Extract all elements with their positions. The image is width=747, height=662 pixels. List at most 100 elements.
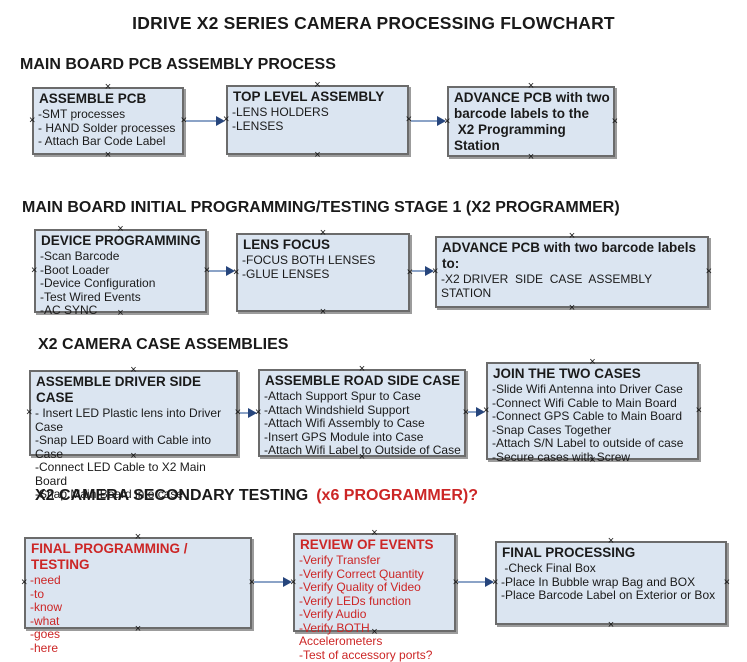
arrow-right-icon [283, 577, 292, 587]
connection-point-icon: × [290, 576, 297, 588]
page-title: IDRIVE X2 SERIES CAMERA PROCESSING FLOWC… [132, 13, 615, 33]
connection-point-icon: × [319, 227, 327, 239]
arrow-right-icon [437, 116, 446, 126]
box-item: -Verify Correct Quantity [299, 566, 424, 581]
flow-box-final-processing: FINAL PROCESSING -Check Final Box -Place … [492, 536, 730, 631]
connection-point-icon: × [255, 406, 262, 419]
box-item: -Secure cases with Screw [492, 449, 631, 464]
flow-box-join-the-two-cases: JOIN THE TWO CASES -Slide Wifi Antenna i… [483, 357, 702, 466]
box-items: -Slide Wifi Antenna into Driver Case-Con… [488, 382, 697, 464]
arrow-right-icon [485, 577, 494, 587]
connection-point-icon: × [568, 230, 576, 242]
box-item: - HAND Solder processes [38, 120, 176, 135]
flow-box-advance-pcb-driver-station: ADVANCE PCB with two barcode labels to: … [432, 231, 712, 314]
connector-line [458, 581, 488, 583]
box-item: -FOCUS BOTH LENSES [242, 253, 376, 267]
box-item: -Check Final Box [501, 561, 596, 575]
box-item: -need [30, 573, 61, 587]
arrow-right-icon [248, 408, 257, 418]
connection-point-icon: × [130, 450, 137, 462]
flow-connector [411, 264, 434, 278]
connection-point-icon: × [358, 451, 366, 463]
box-title: TOP LEVEL ASSEMBLY [233, 89, 385, 104]
section-header-initial-programming: MAIN BOARD INITIAL PROGRAMMING/TESTING S… [22, 199, 620, 216]
flow-box-review-of-events: REVIEW OF EVENTS -Verify Transfer-Verify… [290, 528, 459, 662]
connection-point-icon: × [21, 576, 28, 589]
connection-point-icon: × [180, 114, 187, 127]
box-items: -need-to-know-what-goes-here [26, 573, 250, 655]
box-item: -Attach S/N Label to outside of case [492, 436, 684, 450]
box-item: -here [30, 640, 59, 655]
arrow-right-icon [476, 407, 485, 417]
flow-box-lens-focus: LENS FOCUS -FOCUS BOTH LENSES-GLUE LENSE… [233, 228, 413, 318]
flow-connector [185, 114, 225, 128]
box-item: -know [30, 600, 63, 614]
connection-point-icon: × [314, 79, 321, 91]
flow-box-assemble-driver-side-case: ASSEMBLE DRIVER SIDE CASE - Insert LED P… [26, 365, 241, 501]
box-items: -Verify Transfer-Verify Correct Quantity… [295, 553, 454, 662]
connector-line [186, 120, 219, 122]
box-item: -Verify Audio [299, 607, 367, 621]
box-title: REVIEW OF EVENTS [300, 537, 434, 552]
connection-point-icon: × [223, 113, 230, 126]
connection-point-icon: × [358, 363, 366, 375]
connection-point-icon: × [134, 623, 142, 635]
connection-point-icon: × [527, 151, 535, 163]
connection-point-icon: × [705, 265, 712, 278]
connection-point-icon: × [452, 576, 459, 588]
box-item: -goes [30, 627, 61, 641]
box-item: -Attach Wifi Label to Outside of Case [264, 443, 461, 457]
box-item: -Connect LED Cable to X2 Main Board [35, 460, 210, 488]
arrow-right-icon [425, 266, 434, 276]
box-title: ASSEMBLE ROAD SIDE CASE [265, 373, 461, 388]
box-item: -Slide Wifi Antenna into Driver Case [492, 382, 683, 396]
box-items: - Insert LED Plastic lens into Driver Ca… [31, 406, 236, 502]
box-items: -FOCUS BOTH LENSES-GLUE LENSES [238, 253, 408, 281]
connection-point-icon: × [607, 535, 615, 547]
box-item: -SMT processes [38, 107, 126, 121]
flow-connector [208, 264, 235, 278]
box-items: -Scan Barcode-Boot Loader-Device Configu… [36, 249, 205, 318]
connection-point-icon: × [589, 356, 596, 368]
connection-point-icon: × [371, 527, 378, 539]
connection-point-icon: × [527, 80, 535, 92]
box-items: -Attach Support Spur to Case-Attach Wind… [260, 389, 464, 458]
box-item: -Snap LED Board with Cable into Case [35, 433, 215, 461]
box-item: -Device Configuration [40, 276, 156, 290]
box-items: -SMT processes- HAND Solder processes- A… [34, 107, 182, 149]
connection-point-icon: × [104, 81, 112, 93]
connector-line [209, 270, 229, 272]
flow-box-top-level-assembly: TOP LEVEL ASSEMBLY -LENS HOLDERS-LENSES … [223, 80, 412, 161]
box-item: - Attach Bar Code Label [38, 134, 166, 148]
box-item: -Connect Wifi Cable to Main Board [492, 395, 677, 410]
flow-connector [467, 405, 485, 419]
connection-point-icon: × [233, 266, 240, 278]
box-item: -Place Barcode Label on Exterior or Box [501, 588, 716, 602]
box-item: -Insert GPS Module into Case [264, 429, 424, 444]
connection-point-icon: × [444, 115, 451, 127]
flow-box-final-programming-testing: FINAL PROGRAMMING / TESTING -need-to-kno… [21, 532, 255, 655]
arrow-right-icon [226, 266, 235, 276]
box-title: DEVICE PROGRAMMING [41, 233, 201, 248]
connection-point-icon: × [29, 114, 36, 127]
box-item: -Test of accessory ports? [299, 647, 433, 662]
box-title: FINAL PROCESSING [502, 545, 636, 560]
connector-line [240, 412, 251, 414]
connection-point-icon: × [462, 406, 469, 419]
flow-connector [457, 575, 494, 589]
connection-point-icon: × [314, 149, 321, 161]
arrow-right-icon [216, 116, 225, 126]
section-header-pcb-assembly: MAIN BOARD PCB ASSEMBLY PROCESS [20, 56, 336, 73]
connector-line [468, 411, 479, 413]
flow-connector [410, 114, 446, 128]
connection-point-icon: × [406, 266, 413, 278]
connection-point-icon: × [117, 307, 124, 319]
box-item: -what [30, 613, 60, 628]
box-item: -LENSES [232, 118, 284, 133]
connection-point-icon: × [319, 306, 327, 318]
connection-point-icon: × [104, 149, 112, 161]
box-item: -Boot Loader [40, 262, 110, 277]
connection-point-icon: × [723, 576, 730, 589]
section-header-case-assemblies: X2 CAMERA CASE ASSEMBLIES [38, 336, 289, 353]
flow-box-assemble-road-side-case: ASSEMBLE ROAD SIDE CASE -Attach Support … [255, 364, 469, 463]
